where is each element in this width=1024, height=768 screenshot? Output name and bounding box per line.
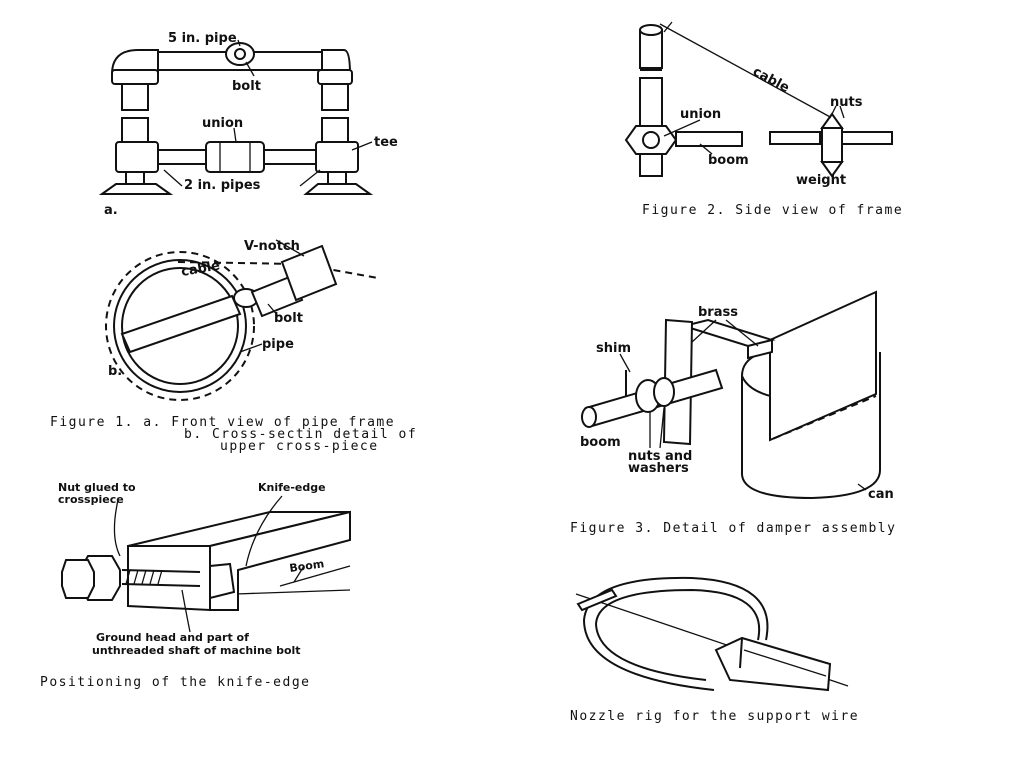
fig1b-label-vnotch: V-notch xyxy=(244,239,300,254)
knife-label-ground-1: Ground head and part of xyxy=(96,631,249,644)
fig1b-label-pipe: pipe xyxy=(262,337,294,352)
fig1-caption-line1: Figure 1. a. Front view of pipe frame xyxy=(50,415,395,430)
fig1b-label-b: b. xyxy=(108,364,122,379)
fig3-label-boom: boom xyxy=(580,435,621,450)
fig2-label-boom: boom xyxy=(708,153,749,168)
fig1a-label-bolt: bolt xyxy=(232,79,261,94)
knife-label-knife-edge: Knife-edge xyxy=(258,481,326,494)
fig2-side-view-drawing xyxy=(624,21,893,178)
fig2-label-weight: weight xyxy=(796,173,846,188)
fig2-label-nuts: nuts xyxy=(830,95,863,110)
fig1a-label-union: union xyxy=(202,116,243,131)
fig1b-label-cable: cable xyxy=(180,258,221,280)
fig3-caption: Figure 3. Detail of damper assembly xyxy=(570,521,896,536)
fig3-damper-drawing xyxy=(581,290,881,500)
knife-label-nut-glued-1: Nut glued to xyxy=(58,481,136,494)
fig3-label-washers: washers xyxy=(628,461,689,476)
fig1a-label-5in-pipe: 5 in. pipe xyxy=(168,31,237,46)
knife-caption: Positioning of the knife-edge xyxy=(40,675,310,690)
knife-label-boom: Boom xyxy=(289,557,325,575)
fig1a-pipe-frame-drawing xyxy=(98,39,374,195)
knife-label-ground-2: unthreaded shaft of machine bolt xyxy=(92,644,301,657)
fig1-caption-line3: upper cross-piece xyxy=(220,439,379,454)
fig3-label-shim: shim xyxy=(596,341,631,356)
fig1b-label-bolt: bolt xyxy=(274,311,303,326)
fig3-label-nuts-and: nuts and xyxy=(628,449,692,464)
fig1b-cross-section-drawing xyxy=(105,239,379,401)
knife-label-nut-glued-2: crosspiece xyxy=(58,493,124,506)
fig1a-label-a: a. xyxy=(104,203,118,218)
fig2-label-union: union xyxy=(680,107,721,122)
nozzle-caption: Nozzle rig for the support wire xyxy=(570,709,859,724)
fig2-label-cable: cable xyxy=(750,64,792,96)
fig1a-label-2in-pipes: 2 in. pipes xyxy=(184,178,261,193)
knife-edge-drawing xyxy=(61,495,351,633)
fig3-label-can: can xyxy=(868,487,894,502)
fig1a-label-tee: tee xyxy=(374,135,398,150)
fig2-caption: Figure 2. Side view of frame xyxy=(642,203,903,218)
fig3-label-brass: brass xyxy=(698,305,738,320)
nozzle-rig-drawing xyxy=(575,576,849,692)
fig1-caption-line2: b. Cross-sectin detail of xyxy=(184,427,417,442)
